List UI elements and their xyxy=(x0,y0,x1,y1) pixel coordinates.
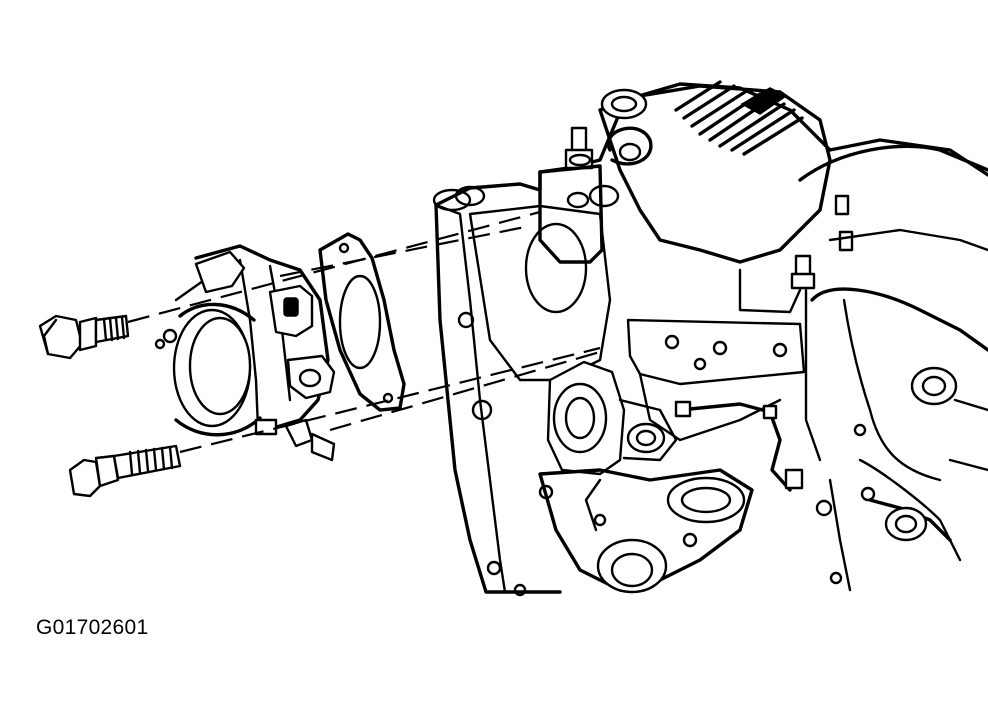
upper-bolt xyxy=(38,314,130,360)
engine-front-assembly xyxy=(432,80,988,597)
manifold-studs xyxy=(564,126,854,290)
throttle-body-gasket xyxy=(318,232,406,412)
figure-code: G01702601 xyxy=(36,616,149,639)
lower-bolt xyxy=(68,444,182,498)
alignment-lines xyxy=(127,210,601,454)
manifold-ribs xyxy=(674,80,804,156)
throttle-body xyxy=(154,244,336,462)
